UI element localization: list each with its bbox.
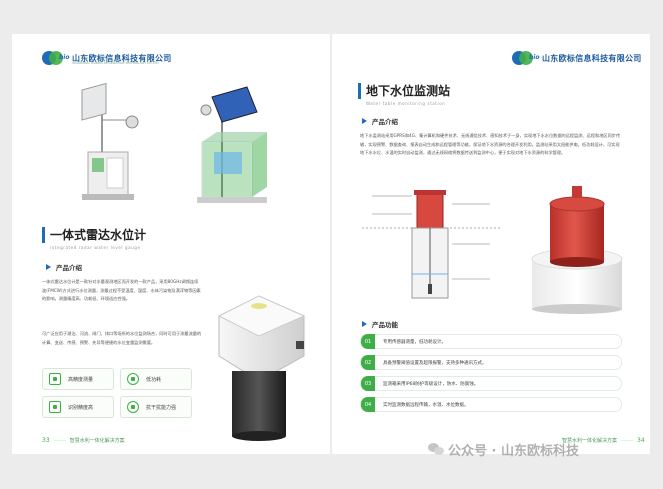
precision-icon xyxy=(49,373,61,385)
right-page: bio 山东欧标信息科技有限公司 地下水位监测站 Water table mon… xyxy=(332,34,650,454)
intro-paragraph: 地下水监测站采用GPRS和4G、集计算机和硬件技术、无线通信技术、感知技术于一身… xyxy=(360,133,621,155)
triangle-bullet-icon xyxy=(362,118,367,124)
company-name: 山东欧标信息科技有限公司 xyxy=(72,53,172,63)
feature-item: 抗干扰能力强 xyxy=(120,396,192,418)
well-diagram xyxy=(362,190,502,299)
page-footer: 33 智慧水利一体化解决方案 xyxy=(42,437,125,444)
triangle-bullet-icon xyxy=(362,321,367,327)
monitoring-station-photo xyxy=(531,186,623,314)
monitoring-station-illustration xyxy=(81,82,267,203)
company-logo: bio 山东欧标信息科技有限公司 xyxy=(512,50,642,66)
feature-grid: 高精度测量 低功耗 识别精度高 抗干扰能力强 xyxy=(42,368,192,418)
company-logo: bio 山东欧标信息科技有限公司 xyxy=(42,50,172,66)
product-title: 地下水位监测站 Water table monitoring station xyxy=(358,82,450,106)
watermark-text: 公众号 · 山东欧标科技 xyxy=(448,444,579,459)
shield-icon xyxy=(127,401,139,413)
function-heading: 产品功能 xyxy=(362,319,398,329)
wechat-icon xyxy=(428,443,444,456)
intro-heading: 产品介绍 xyxy=(46,262,82,272)
intro-paragraph-1: 一体式雷达水位计是一款针对水量观测地区而开发的一款产品，采用80GHz调频连续波… xyxy=(42,279,201,301)
recognition-icon xyxy=(49,401,61,413)
triangle-bullet-icon xyxy=(46,264,51,270)
radar-gauge-photo xyxy=(217,295,306,441)
page-footer: 智慧水利一体化解决方案 34 xyxy=(562,437,645,444)
intro-paragraph-2: 可广泛应用于湖泊、河流、闸门、排口等场所的水位监测场合，同时可用于测量流量的计算… xyxy=(42,331,202,345)
left-page: bio 山东欧标信息科技有限公司 SHANDONG OUBIAO INFORMA… xyxy=(12,34,330,454)
feature-item: 识别精度高 xyxy=(42,396,114,418)
logo-icon: bio xyxy=(42,50,69,66)
logo-icon: bio xyxy=(512,50,539,66)
feature-item: 低功耗 xyxy=(120,368,192,390)
product-title: 一体式雷达水位计 integrated radar water level ga… xyxy=(42,226,146,250)
feature-item: 高精度测量 xyxy=(42,368,114,390)
company-subtitle: SHANDONG OUBIAO INFORMATION TECHNOLOGY C… xyxy=(72,61,159,65)
watermark: 公众号 · 山东欧标科技 xyxy=(428,440,579,459)
power-icon xyxy=(127,373,139,385)
intro-heading: 产品介绍 xyxy=(362,116,398,126)
company-name: 山东欧标信息科技有限公司 xyxy=(542,53,642,63)
